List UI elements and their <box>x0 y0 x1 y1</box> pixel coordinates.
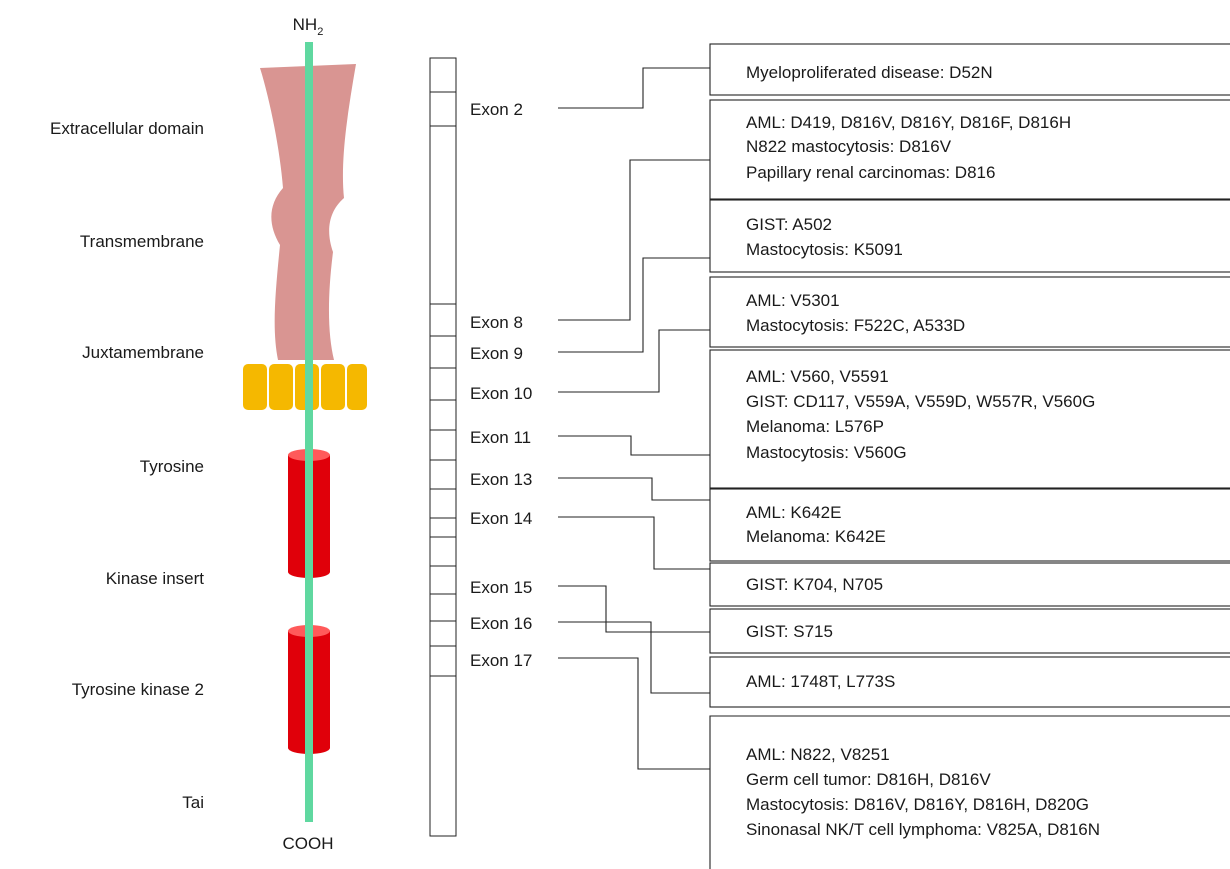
exon-label-2: Exon 2 <box>470 100 523 119</box>
mutation-boxes <box>709 43 1230 869</box>
domain-label-tail: Tai <box>182 793 204 812</box>
exon-segment <box>429 517 457 538</box>
exon-segment <box>429 459 457 490</box>
connectors <box>558 67 710 770</box>
mutation-text: AML: K642E <box>746 503 841 522</box>
exon-segment <box>429 57 457 93</box>
domain-label-juxtamembrane: Juxtamembrane <box>82 343 204 362</box>
connector-exon-14 <box>558 516 710 570</box>
exon-segment <box>429 367 457 401</box>
domain-label-extracellular: Extracellular domain <box>50 119 204 138</box>
exon-labels: Exon 2 Exon 8 Exon 9 Exon 10 Exon 11 Exo… <box>470 100 532 670</box>
connector-exon-2 <box>558 67 710 109</box>
mutation-text: Germ cell tumor: D816H, D816V <box>746 770 991 789</box>
mutation-box <box>709 199 1230 273</box>
juxtamembrane-block <box>347 364 367 410</box>
connector-exon-13 <box>558 477 710 501</box>
domain-labels: Extracellular domain Transmembrane Juxta… <box>50 119 204 812</box>
exon-segment <box>429 429 457 461</box>
mutation-text: Mastocytosis: D816V, D816Y, D816H, D820G <box>746 795 1089 814</box>
mutation-text: AML: D419, D816V, D816Y, D816F, D816H <box>746 113 1071 132</box>
connector-exon-9 <box>558 257 710 353</box>
mutation-text: Papillary renal carcinomas: D816 <box>746 163 995 182</box>
mutation-text: AML: N822, V8251 <box>746 745 890 764</box>
connector-exon-15 <box>558 585 710 633</box>
n-terminus-label: NH2 <box>293 15 324 38</box>
mutation-text: Mastocytosis: K5091 <box>746 240 903 259</box>
mutation-text: Melanoma: L576P <box>746 417 884 436</box>
exon-label-10: Exon 10 <box>470 384 532 403</box>
connector-exon-8 <box>558 159 710 321</box>
exon-segment <box>429 645 457 677</box>
exon-label-16: Exon 16 <box>470 614 532 633</box>
exon-label-15: Exon 15 <box>470 578 532 597</box>
mutation-text: AML: V560, V5591 <box>746 367 889 386</box>
mutation-text: N822 mastocytosis: D816V <box>746 137 952 156</box>
mutation-box <box>709 608 1230 654</box>
mutation-box <box>709 656 1230 708</box>
juxtamembrane-block <box>269 364 293 410</box>
exon-column <box>429 57 457 837</box>
exon-segment <box>429 593 457 622</box>
protein-backbone <box>305 42 313 822</box>
mutation-box <box>709 276 1230 348</box>
mutation-texts: Myeloproliferated disease: D52N AML: D41… <box>746 63 1100 839</box>
domain-label-tyrosine-kinase-2: Tyrosine kinase 2 <box>72 680 204 699</box>
exon-segment <box>429 335 457 369</box>
mutation-text: GIST: K704, N705 <box>746 575 883 594</box>
exon-segment <box>429 399 457 431</box>
c-terminus-label: COOH <box>283 834 334 853</box>
juxtamembrane-block <box>243 364 267 410</box>
mutation-text: GIST: S715 <box>746 622 833 641</box>
protein-structure: NH2 COOH <box>243 15 367 853</box>
connector-exon-11 <box>558 435 710 456</box>
mutation-box <box>709 562 1230 607</box>
exon-label-8: Exon 8 <box>470 313 523 332</box>
juxtamembrane-block <box>321 364 345 410</box>
exon-label-14: Exon 14 <box>470 509 532 528</box>
mutation-text: Melanoma: K642E <box>746 527 886 546</box>
mutation-box <box>709 43 1230 96</box>
mutation-text: AML: 1748T, L773S <box>746 672 895 691</box>
mutation-box <box>709 99 1230 200</box>
connector-exon-17 <box>558 657 710 770</box>
exon-label-11: Exon 11 <box>470 428 531 447</box>
mutation-box <box>709 349 1230 489</box>
mutation-text: Mastocytosis: F522C, A533D <box>746 316 965 335</box>
connector-exon-10 <box>558 329 710 393</box>
mutation-text: Mastocytosis: V560G <box>746 443 907 462</box>
n-terminus-main: NH <box>293 15 318 34</box>
mutation-box <box>709 715 1230 869</box>
exon-segment <box>429 91 457 127</box>
mutation-text: Myeloproliferated disease: D52N <box>746 63 993 82</box>
mutation-text: Sinonasal NK/T cell lymphoma: V825A, D81… <box>746 820 1100 839</box>
exon-segment <box>429 620 457 647</box>
exon-label-9: Exon 9 <box>470 344 523 363</box>
n-terminus-sub: 2 <box>317 26 323 38</box>
connector-exon-16 <box>558 621 710 694</box>
domain-label-tyrosine: Tyrosine <box>140 457 204 476</box>
exon-segment <box>429 565 457 595</box>
exon-segment <box>429 536 457 567</box>
exon-segment <box>429 303 457 337</box>
mutation-box <box>709 488 1230 562</box>
mutation-text: GIST: CD117, V559A, V559D, W557R, V560G <box>746 392 1095 411</box>
mutation-text: AML: V5301 <box>746 291 840 310</box>
exon-label-17: Exon 17 <box>470 651 532 670</box>
domain-label-kinase-insert: Kinase insert <box>106 569 205 588</box>
exon-segment <box>429 675 457 837</box>
exon-segment <box>429 488 457 519</box>
domain-label-transmembrane: Transmembrane <box>80 232 204 251</box>
exon-segment <box>429 125 457 305</box>
mutation-text: GIST: A502 <box>746 215 832 234</box>
exon-label-13: Exon 13 <box>470 470 532 489</box>
